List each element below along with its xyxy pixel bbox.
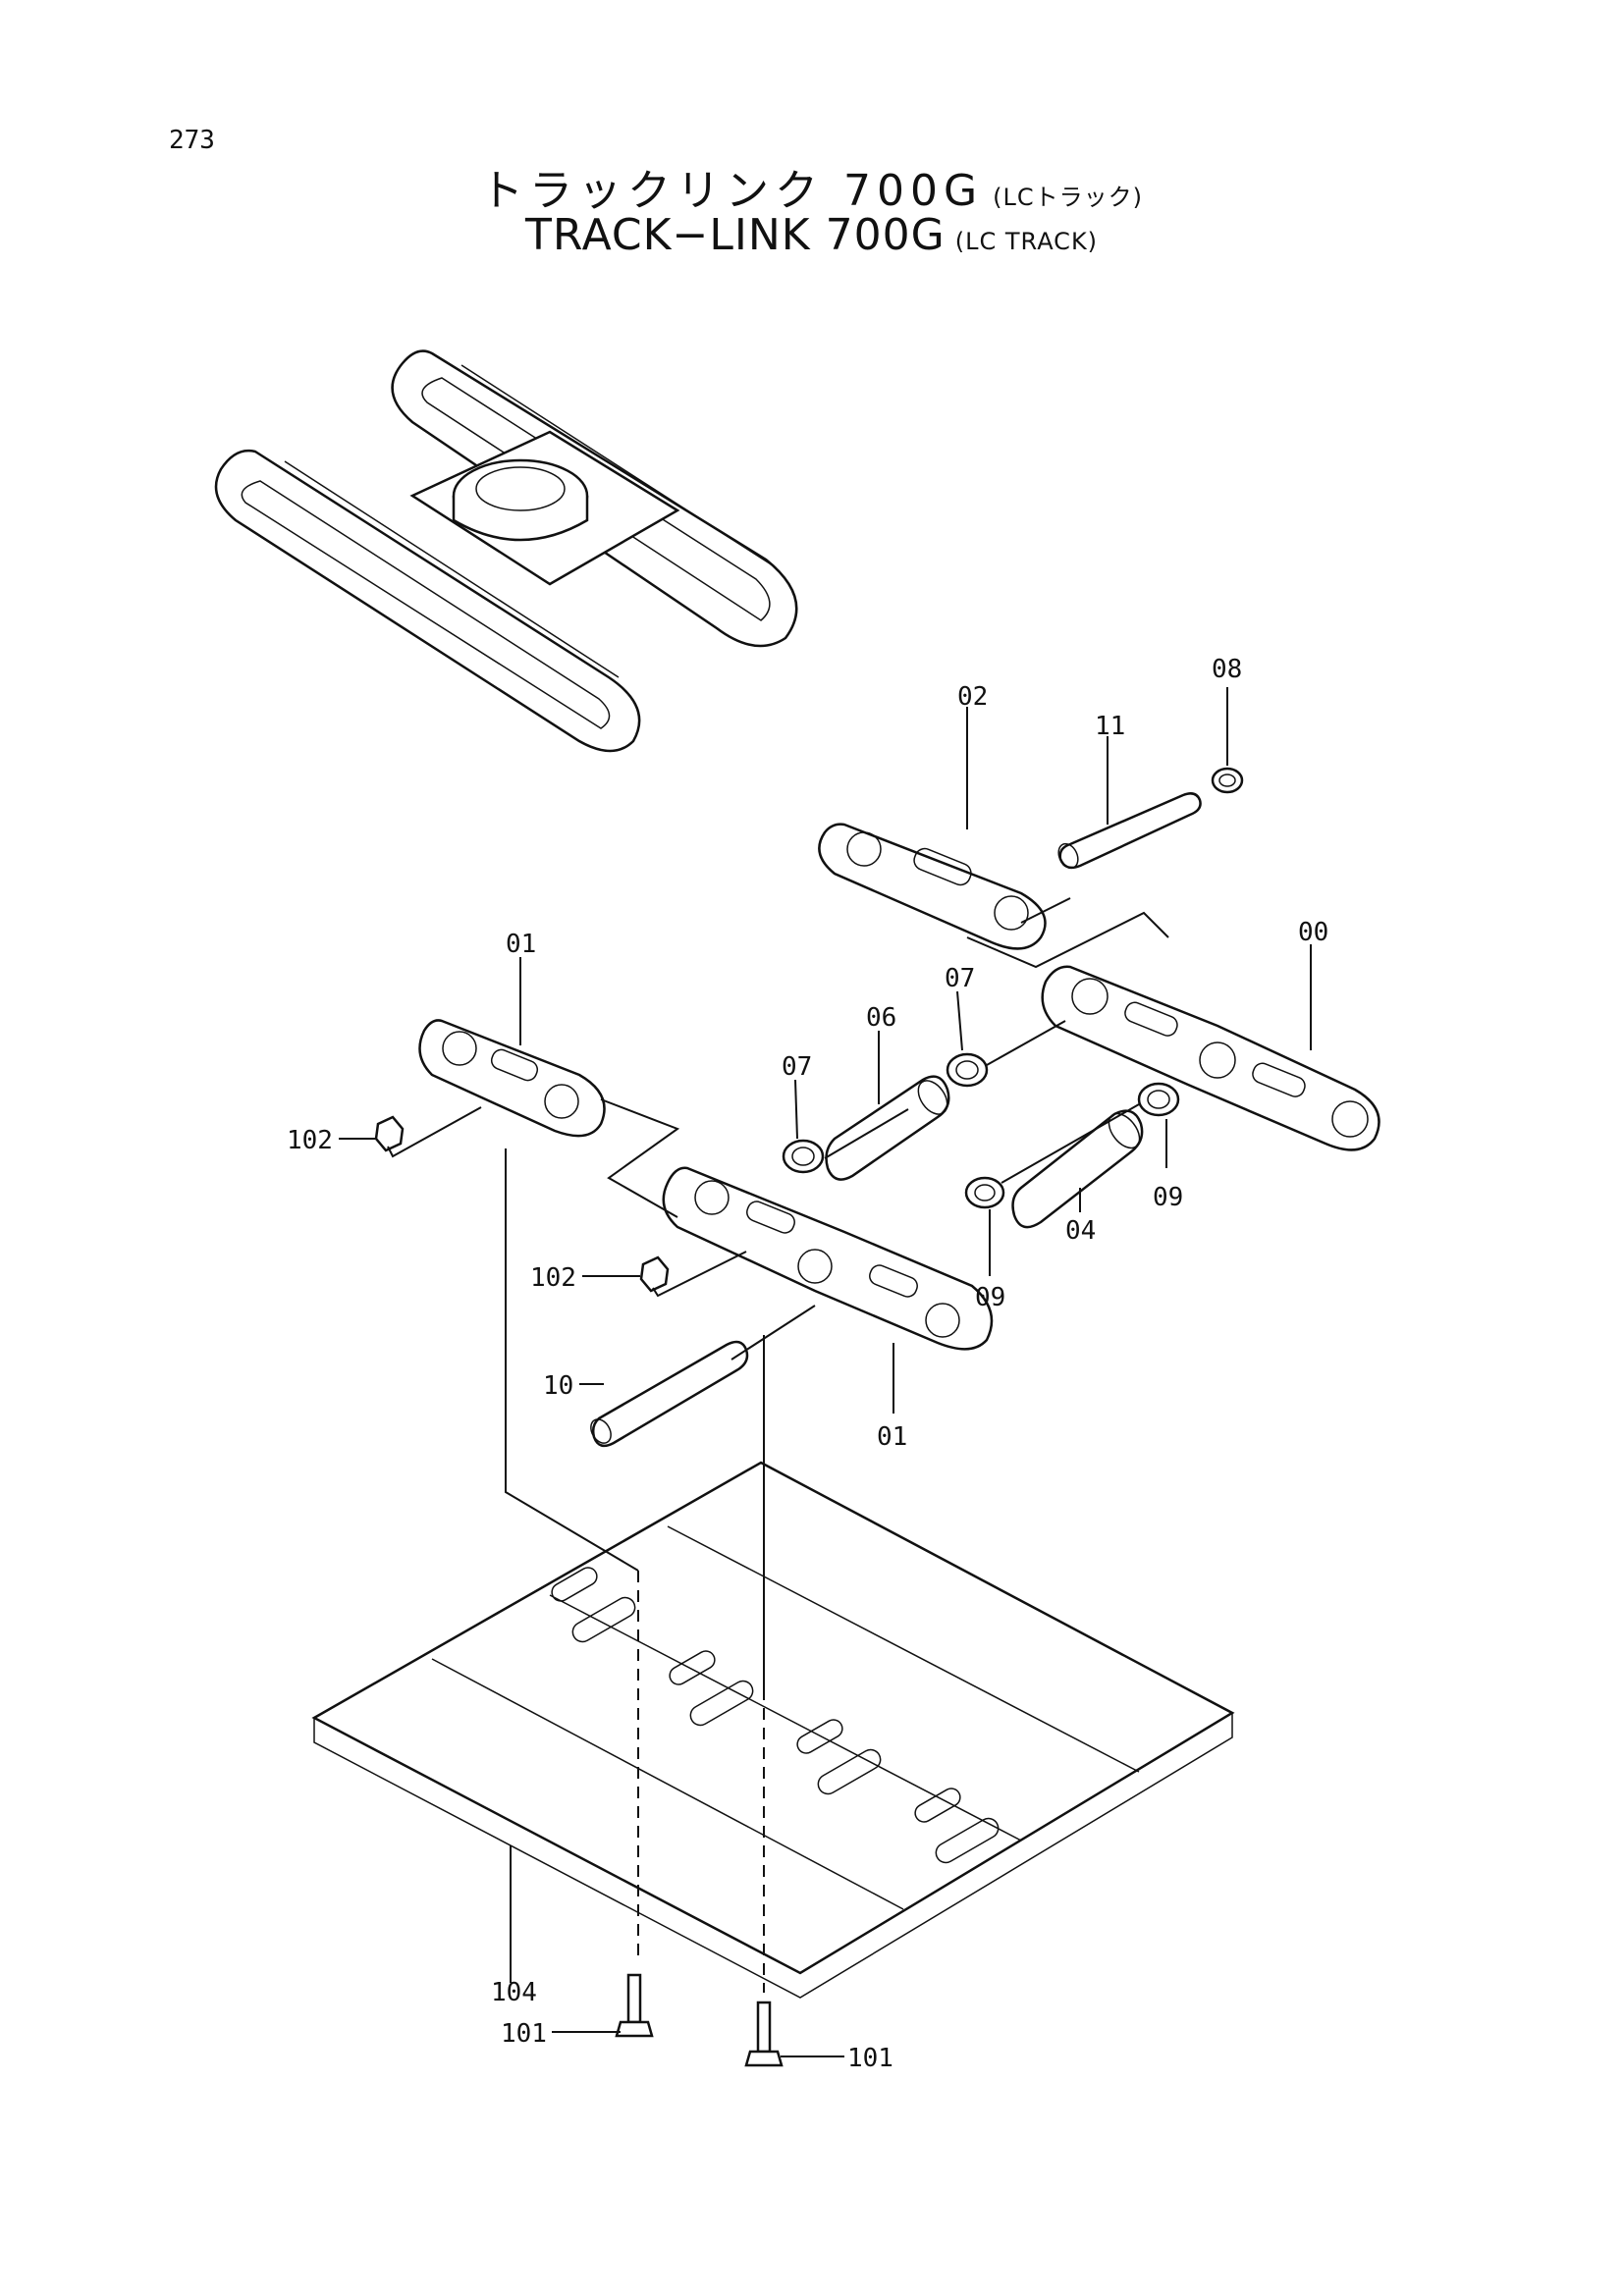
- nut-102-top: [374, 1115, 405, 1152]
- label-10: 10: [543, 1371, 573, 1401]
- undercarriage-illustration: [214, 349, 798, 753]
- label-00: 00: [1298, 918, 1328, 947]
- label-07-right: 07: [945, 964, 975, 993]
- track-link-01-top: [418, 1019, 606, 1138]
- seal-09-right: [1137, 1082, 1180, 1117]
- snap-ring-08: [1211, 767, 1244, 794]
- title-jp-main: トラックリンク 700G: [480, 166, 984, 216]
- label-09-right: 09: [1153, 1183, 1183, 1212]
- label-02: 02: [957, 682, 988, 712]
- label-04: 04: [1065, 1216, 1096, 1246]
- label-08: 08: [1212, 655, 1242, 684]
- title-en-main: TRACK−LINK 700G: [524, 210, 946, 260]
- label-102-center: 102: [530, 1263, 576, 1293]
- front-crawler-track: [214, 449, 641, 753]
- track-frame: [409, 430, 680, 586]
- seal-09-center: [964, 1176, 1005, 1209]
- label-104: 104: [491, 1978, 537, 2007]
- track-shoe-104: [311, 1461, 1235, 1999]
- track-link-01-bottom: [662, 1166, 994, 1351]
- title-japanese: トラックリンク 700G (LCトラック): [0, 155, 1623, 218]
- label-11: 11: [1095, 712, 1125, 741]
- assembly-guide-lines: [387, 897, 1169, 1993]
- track-link-00: [1041, 965, 1380, 1151]
- nut-102-center: [639, 1255, 670, 1293]
- seal-07-left: [782, 1139, 825, 1174]
- bolt-101-left: [615, 1973, 654, 2038]
- pin-11: [1057, 792, 1202, 870]
- bushing-04: [1011, 1109, 1144, 1229]
- label-101-left: 101: [501, 2019, 547, 2049]
- title-en-sub: (LC TRACK): [954, 228, 1099, 255]
- label-07-left: 07: [782, 1052, 812, 1082]
- label-09-center: 09: [975, 1283, 1005, 1312]
- label-01-bottom: 01: [877, 1422, 907, 1452]
- page-number: 273: [169, 126, 215, 155]
- pin-10: [590, 1340, 749, 1448]
- leader-lines: [339, 687, 1312, 2057]
- bushing-06: [825, 1075, 950, 1181]
- label-01-top: 01: [506, 930, 536, 959]
- bolt-101-right: [744, 2001, 784, 2067]
- label-06: 06: [866, 1003, 896, 1033]
- track-link-02: [818, 823, 1047, 950]
- label-102-top: 102: [287, 1126, 333, 1155]
- title-english: TRACK−LINK 700G (LC TRACK): [0, 210, 1623, 260]
- seal-07-right: [946, 1052, 989, 1088]
- label-101-right: 101: [847, 2044, 893, 2073]
- title-jp-sub: (LCトラック): [993, 184, 1143, 211]
